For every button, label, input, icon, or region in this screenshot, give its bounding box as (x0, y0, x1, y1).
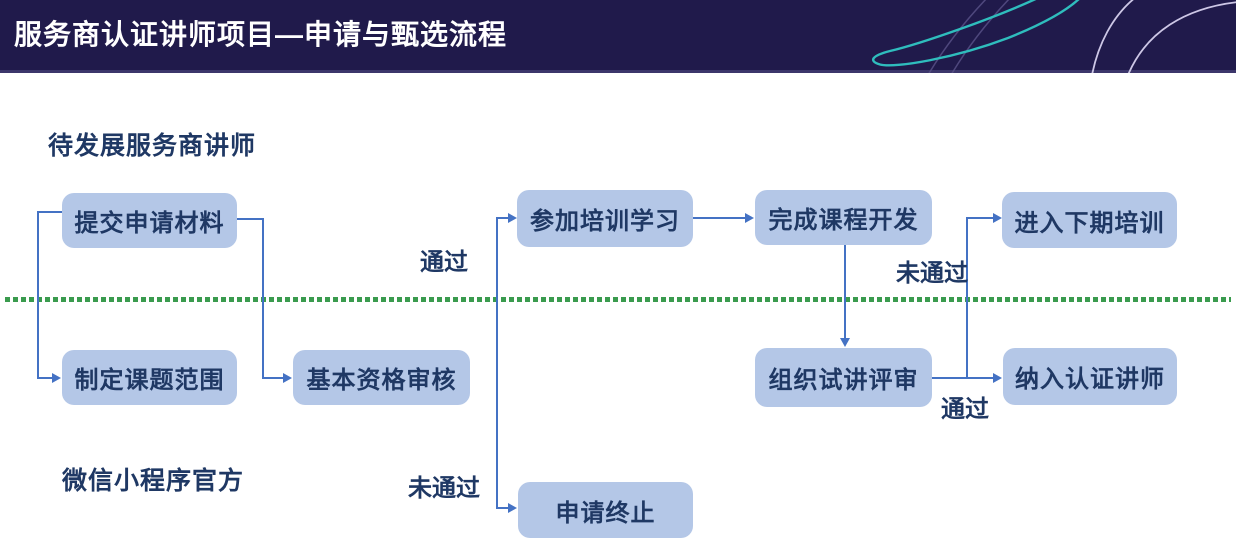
node-submit-application-materials: 提交申请材料 (62, 193, 237, 248)
node-application-terminated: 申请终止 (518, 482, 693, 538)
edge-label-fail-review: 未通过 (408, 475, 480, 502)
node-define-topic-scope: 制定课题范围 (62, 350, 237, 405)
header-band: 服务商认证讲师项目—申请与甄选流程 (0, 0, 1236, 73)
node-complete-course-development: 完成课程开发 (755, 190, 932, 245)
node-attend-training: 参加培训学习 (517, 190, 693, 247)
lane-divider-dotted-line (5, 297, 1231, 302)
lane-label-wechat-official: 微信小程序官方 (62, 467, 245, 495)
node-basic-qualification-review: 基本资格审核 (293, 350, 470, 405)
edge-label-pass-trial: 通过 (941, 396, 989, 423)
edge-label-pass-review: 通过 (420, 249, 468, 276)
node-trial-lecture-review: 组织试讲评审 (755, 348, 932, 407)
page-title: 服务商认证讲师项目—申请与甄选流程 (14, 19, 508, 50)
edge-label-fail-trial: 未通过 (896, 260, 968, 287)
node-certified-lecturer: 纳入认证讲师 (1003, 348, 1177, 405)
lane-label-pending-lecturers: 待发展服务商讲师 (48, 132, 257, 160)
node-enter-next-training: 进入下期培训 (1002, 192, 1177, 248)
